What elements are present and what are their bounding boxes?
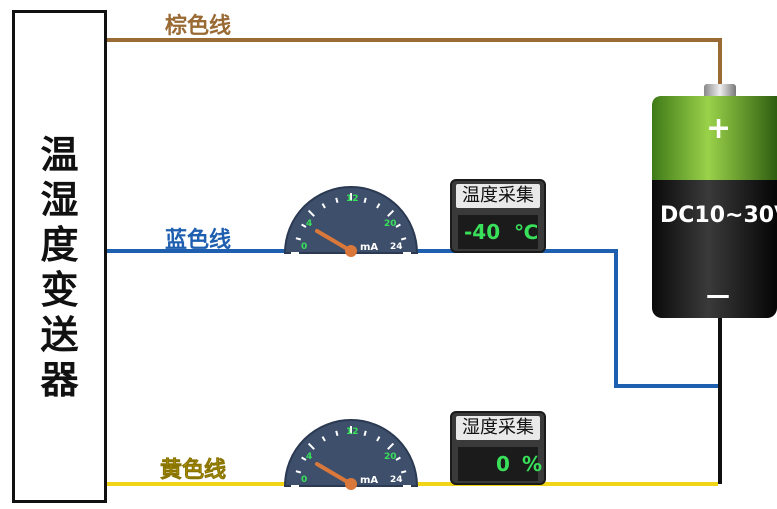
temperature-display: 温度采集 -40 ℃ (450, 179, 546, 253)
current-meter-2: 0 4 12 20 24 mA (283, 419, 419, 490)
meter-tick-mark (335, 197, 339, 204)
meter-tick-mark (321, 203, 326, 209)
meter-dial (283, 186, 419, 254)
brown-wire-label: 棕色线 (165, 14, 232, 39)
battery-terminal (704, 84, 736, 98)
humidity-display: 湿度采集 0 % (450, 411, 546, 485)
meter-tick-mark (400, 470, 407, 474)
meter-tick-mark (307, 209, 315, 217)
meter-unit: mA (360, 475, 378, 486)
meter-tick-mark (295, 470, 302, 474)
display-unit: % (522, 452, 543, 476)
display-readout: 0 % (458, 447, 542, 481)
transmitter-label-char: 变 (40, 268, 79, 312)
meter-ticks (291, 426, 411, 487)
meter-tick-0: 0 (301, 242, 307, 252)
transmitter-label-char: 温 (40, 133, 79, 177)
meter-tick-12: 12 (346, 427, 359, 437)
meter-tick-mark (295, 237, 302, 241)
display-unit: ℃ (514, 220, 539, 244)
yellow-wire-label: 黄色线 (160, 458, 227, 484)
meter-pivot (345, 478, 357, 490)
meter-tick-mark (363, 430, 367, 437)
meter-tick-mark (335, 430, 339, 437)
meter-tick-20: 20 (384, 452, 397, 462)
meter-tick-24: 24 (390, 242, 403, 252)
transmitter-label: 温 湿 度 变 送 器 (15, 133, 104, 403)
meter-needle (315, 229, 353, 253)
battery-plus-sign: + (706, 111, 731, 146)
meter-tick-mark (321, 436, 326, 442)
display-readout: -40 ℃ (458, 215, 538, 249)
battery-minus-sign: — (706, 281, 730, 309)
display-value: -40 (464, 220, 501, 244)
blue-wire-label: 蓝色线 (165, 228, 232, 253)
meter-tick-mark (301, 223, 307, 228)
temperature-humidity-transmitter: 温 湿 度 变 送 器 (12, 10, 107, 503)
meter-dial (283, 419, 419, 487)
meter-tick-mark (395, 456, 401, 461)
meter-tick-mark (363, 197, 367, 204)
meter-tick-24: 24 (390, 475, 403, 485)
battery-voltage-label: DC10~30V (660, 203, 777, 228)
transmitter-label-char: 湿 (40, 178, 79, 222)
meter-tick-mark (307, 442, 315, 450)
current-meter-1: 0 4 12 20 24 mA (283, 186, 419, 257)
brown-wire (107, 38, 722, 88)
meter-tick-mark (387, 442, 395, 450)
battery-body-green (652, 96, 777, 180)
transmitter-label-char: 送 (40, 313, 79, 357)
meter-tick-4: 4 (306, 219, 312, 229)
transmitter-label-char: 度 (40, 223, 79, 267)
meter-tick-mark (301, 456, 307, 461)
meter-unit: mA (360, 242, 378, 253)
meter-tick-20: 20 (384, 219, 397, 229)
meter-tick-mark (376, 203, 381, 209)
meter-tick-mark (376, 436, 381, 442)
meter-ticks (291, 193, 411, 254)
meter-tick-4: 4 (306, 452, 312, 462)
meter-tick-mark (395, 223, 401, 228)
battery (652, 84, 777, 318)
meter-tick-0: 0 (301, 475, 307, 485)
display-value: 0 (496, 452, 510, 476)
meter-needle (315, 462, 353, 486)
meter-tick-mark (387, 209, 395, 217)
meter-tick-12: 12 (346, 194, 359, 204)
meter-tick-mark (400, 237, 407, 241)
display-title: 湿度采集 (456, 416, 540, 440)
blue-wire (107, 249, 722, 388)
meter-pivot (345, 245, 357, 257)
transmitter-label-char: 器 (40, 358, 79, 402)
display-title: 温度采集 (456, 184, 540, 208)
